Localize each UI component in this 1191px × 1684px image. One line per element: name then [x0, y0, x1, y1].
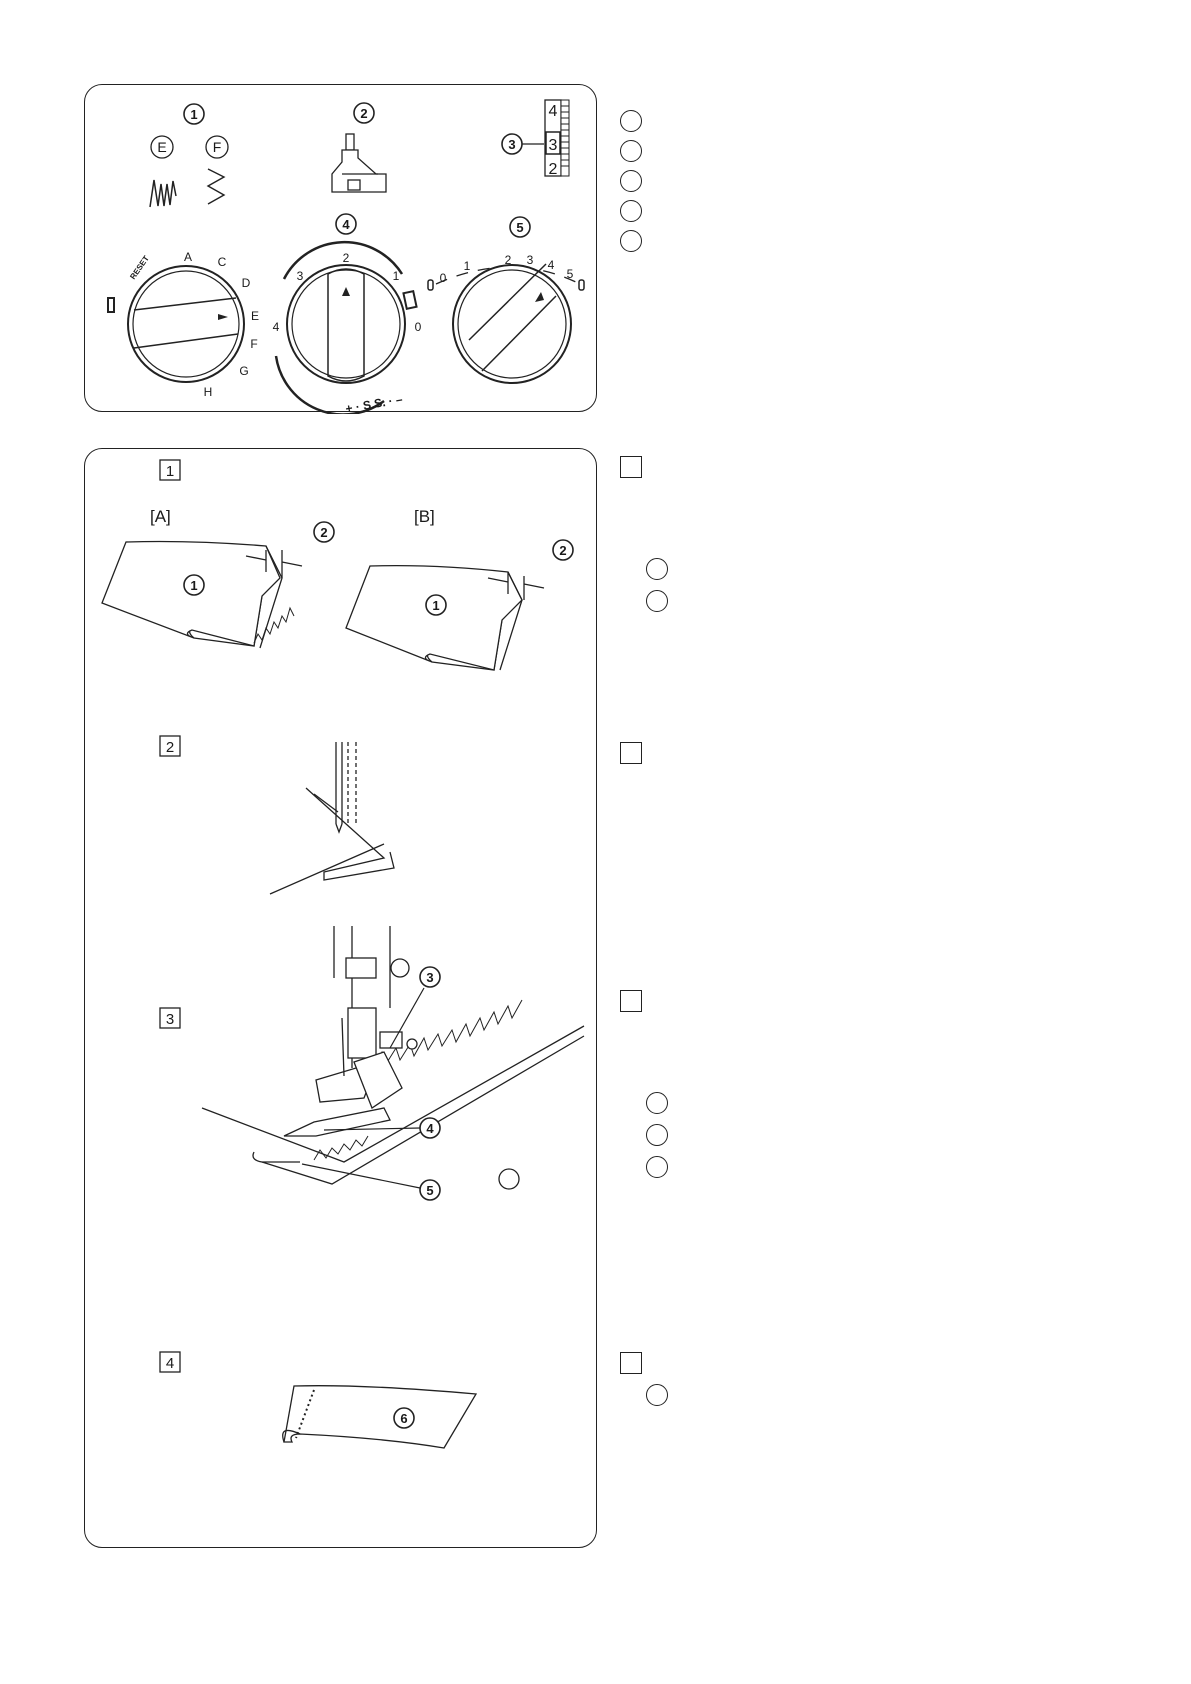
svg-text:1: 1 [393, 269, 400, 283]
sub-marker-3b [646, 1124, 668, 1146]
thread-tension-dial: 0 1 2 3 4 5 [427, 253, 585, 384]
callout-3: 3 [501, 133, 544, 155]
svg-text:0: 0 [440, 271, 447, 285]
svg-text:4: 4 [548, 258, 555, 272]
pattern-e-label: E [150, 135, 174, 159]
sewing-foot-illustration [201, 926, 585, 1185]
svg-text:1: 1 [190, 578, 197, 593]
sub-marker-4a [646, 1384, 668, 1406]
svg-text:2: 2 [559, 543, 566, 558]
finished-hem-illustration [282, 1385, 478, 1449]
svg-text:2: 2 [166, 739, 174, 756]
svg-text:5: 5 [567, 267, 574, 281]
callout-1: 1 [183, 103, 205, 125]
sub-marker-3a [646, 1092, 668, 1114]
svg-text:F: F [250, 337, 257, 351]
pattern-f-label: F [205, 135, 229, 159]
svg-text:3: 3 [549, 137, 558, 154]
legend-marker-2 [620, 140, 642, 162]
svg-text:1: 1 [190, 107, 197, 122]
step-marker-4 [620, 1352, 642, 1374]
sub-marker-1a [646, 558, 668, 580]
callout-3-step3: 3 [389, 966, 441, 1049]
svg-text:H: H [204, 385, 213, 399]
callout-6: 6 [393, 1407, 415, 1429]
stitch-length-dial: 2 3 1 4 0 + · S.S. · – [273, 240, 422, 414]
callout-2-a: 2 [313, 521, 335, 543]
svg-text:4: 4 [342, 217, 350, 232]
needle-position-illustration [269, 742, 395, 895]
svg-text:C: C [218, 255, 227, 269]
callout-4-step3: 4 [323, 1117, 441, 1139]
svg-text:2: 2 [343, 251, 350, 265]
callout-1-b: 1 [425, 594, 447, 616]
variant-b-label: [B] [414, 507, 435, 526]
empty-marker-step3 [498, 1168, 520, 1190]
step-marker-1 [620, 456, 642, 478]
step-1-label: 1 [159, 459, 181, 481]
svg-text:1: 1 [464, 259, 471, 273]
pattern-selector-dial: RESET A C D E F G H [107, 250, 259, 399]
legend-marker-3 [620, 170, 642, 192]
svg-text:5: 5 [516, 220, 523, 235]
step-2-label: 2 [159, 735, 181, 757]
callout-2: 2 [353, 102, 375, 124]
svg-text:F: F [213, 139, 222, 155]
callout-2-b: 2 [552, 539, 574, 561]
svg-text:1: 1 [166, 463, 174, 480]
svg-text:4: 4 [166, 1355, 174, 1372]
svg-text:3: 3 [426, 970, 433, 985]
legend-marker-5 [620, 230, 642, 252]
step-marker-3 [620, 990, 642, 1012]
sub-marker-3c [646, 1156, 668, 1178]
presser-foot-icon [331, 133, 387, 193]
hem-fold-b-illustration [345, 564, 545, 671]
svg-text:4: 4 [426, 1121, 434, 1136]
svg-text:3: 3 [166, 1011, 174, 1028]
svg-text:0: 0 [415, 320, 422, 334]
stitch-length-window: 4 3 2 [544, 99, 570, 178]
pattern-e-stitch-icon [149, 179, 177, 208]
svg-text:4: 4 [273, 320, 280, 334]
svg-text:3: 3 [508, 137, 515, 152]
svg-text:2: 2 [360, 106, 367, 121]
svg-text:3: 3 [527, 253, 534, 267]
settings-illustration: 1 E F 2 3 4 3 2 [107, 99, 585, 414]
step-4-label: 4 [159, 1351, 181, 1373]
svg-text:2: 2 [505, 253, 512, 267]
svg-text:6: 6 [400, 1411, 407, 1426]
svg-text:G: G [239, 364, 248, 378]
legend-marker-4 [620, 200, 642, 222]
svg-text:+ · S.S. · –: + · S.S. · – [344, 392, 404, 414]
sub-marker-1b [646, 590, 668, 612]
svg-text:3: 3 [297, 269, 304, 283]
hem-fold-a-illustration [101, 540, 303, 649]
svg-text:E: E [157, 139, 166, 155]
callout-5: 5 [509, 216, 531, 238]
svg-text:E: E [251, 309, 259, 323]
pattern-f-stitch-icon [206, 168, 226, 205]
svg-text:4: 4 [549, 103, 558, 120]
callout-5-step3: 5 [301, 1163, 441, 1201]
svg-text:D: D [242, 276, 251, 290]
svg-text:1: 1 [432, 598, 439, 613]
legend-marker-1 [620, 110, 642, 132]
steps-panel [84, 448, 597, 1548]
step-marker-2 [620, 742, 642, 764]
svg-text:2: 2 [320, 525, 327, 540]
callout-1-a: 1 [183, 574, 205, 596]
steps-illustration: 1 [A] [B] 1 2 1 2 2 [101, 459, 585, 1449]
settings-panel [84, 84, 597, 412]
svg-text:5: 5 [426, 1183, 433, 1198]
svg-text:RESET: RESET [128, 254, 151, 281]
svg-text:A: A [184, 250, 192, 264]
step-3-label: 3 [159, 1007, 181, 1029]
variant-a-label: [A] [150, 507, 171, 526]
svg-text:2: 2 [549, 161, 558, 178]
callout-4: 4 [335, 213, 357, 235]
